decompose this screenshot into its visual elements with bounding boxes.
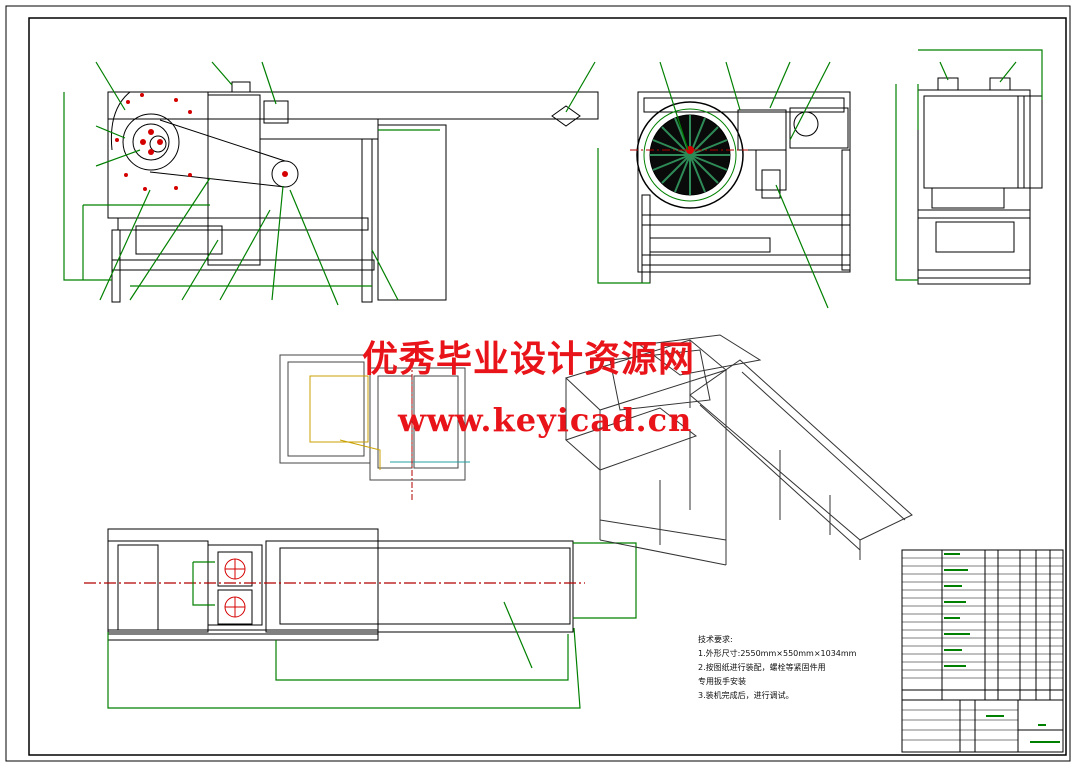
right-view-dimensions [895, 49, 1043, 281]
iso-view [565, 334, 913, 566]
right-view [917, 77, 1043, 285]
notes-line: 1.外形尺寸:2550mm×550mm×1034mm [698, 649, 857, 658]
front-view-red-holes [115, 93, 288, 191]
top-view [107, 528, 574, 641]
parts-list-text-marks [944, 553, 1060, 743]
drum-roller [630, 101, 748, 209]
notes-line: 3.装机完成后，进行调试。 [698, 691, 794, 700]
front-view [107, 81, 599, 303]
side-view-dimensions [597, 61, 831, 309]
top-view-motors [224, 558, 246, 618]
notes-line: 专用扳手安装 [698, 677, 746, 686]
side-view [637, 91, 851, 284]
technical-requirements: 技术要求: 1.外形尺寸:2550mm×550mm×1034mm 2.按图纸进行… [698, 633, 856, 703]
notes-line: 2.按图纸进行装配，螺栓等紧固件用 [698, 663, 826, 672]
inner-frame [28, 17, 1067, 756]
title-block [901, 549, 1064, 753]
section-view [279, 350, 470, 500]
outer-frame [5, 5, 1071, 762]
parts-list-rows [902, 557, 1063, 741]
watermark-title: 优秀毕业设计资源网 [362, 338, 696, 380]
notes-heading: 技术要求: [698, 635, 733, 644]
front-view-dimensions [63, 61, 596, 306]
top-view-dimensions [107, 542, 637, 709]
watermark-url: www.keyicad.cn [398, 401, 693, 439]
